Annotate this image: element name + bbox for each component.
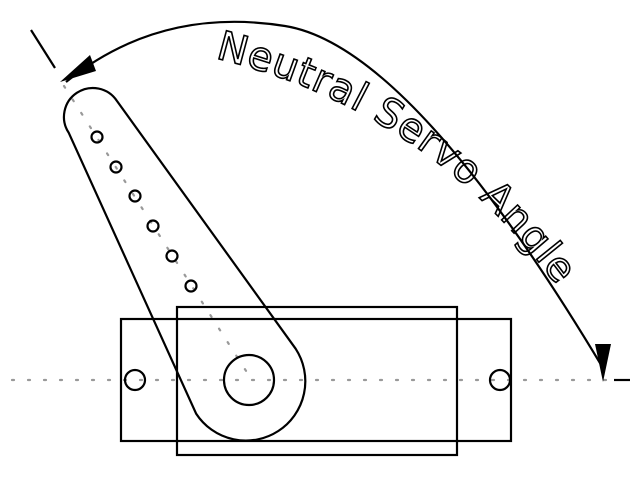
servo-horn-arm [62, 86, 307, 442]
horn-hole [128, 189, 142, 203]
servo-body [175, 305, 459, 457]
right-mounting-hole [488, 368, 512, 392]
angle-label: Neutral Servo Angle [213, 23, 586, 292]
horn-hole [184, 279, 198, 293]
horn-hole [109, 160, 123, 174]
horn-hole [146, 219, 160, 233]
arc-arrowhead-end [595, 344, 611, 382]
arm-reference-tick [30, 29, 56, 69]
horn-hole [90, 130, 104, 144]
angle-dimension-arc [65, 20, 604, 369]
angle-label-text: Neutral Servo Angle [212, 22, 586, 293]
arc-arrowhead-start [60, 55, 96, 82]
output-shaft [222, 353, 276, 407]
left-mounting-hole [123, 368, 147, 392]
horn-hole [165, 249, 179, 263]
